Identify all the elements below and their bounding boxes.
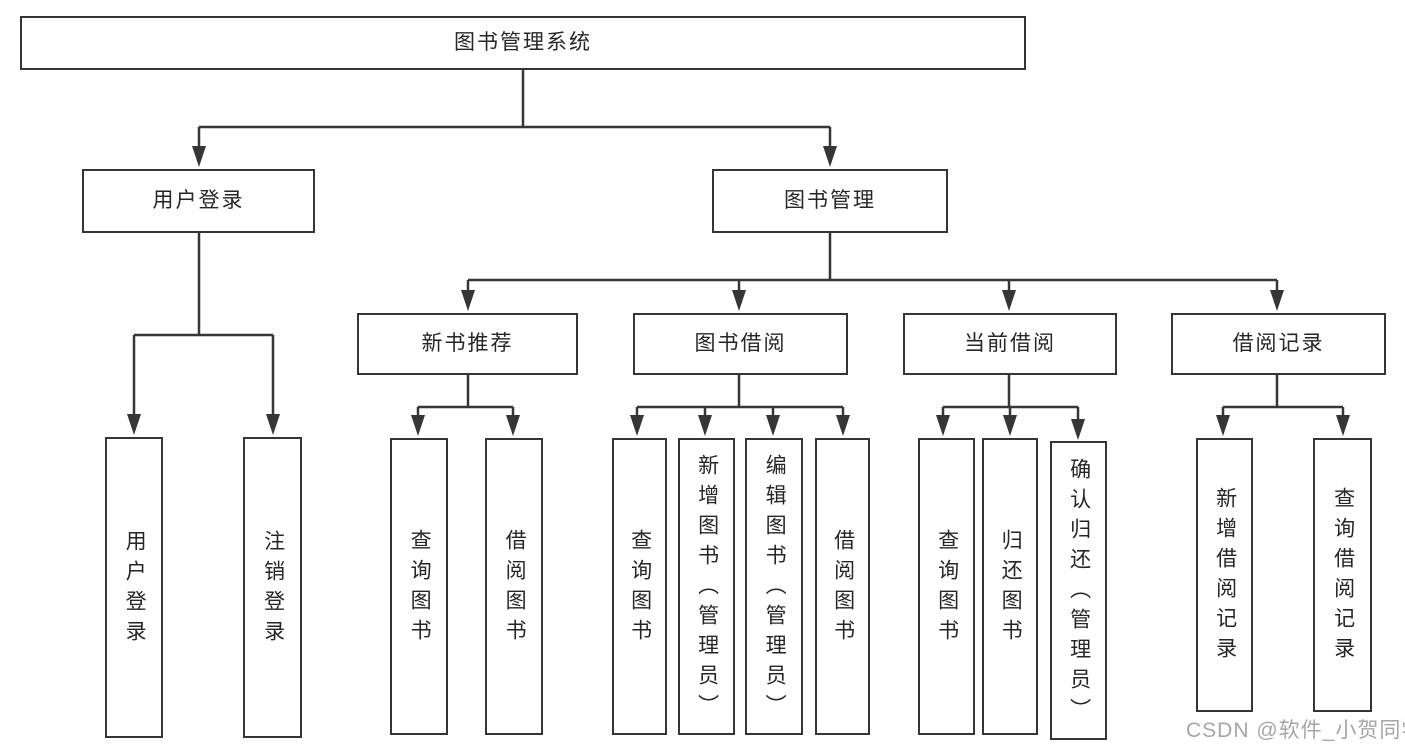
leaf-borrow-query-books: 查询图书 (612, 438, 667, 735)
leaf-logout: 注销登录 (243, 437, 302, 738)
leaf-add-borrow-record: 新增借阅记录 (1196, 438, 1253, 712)
node-book-borrow: 图书借阅 (633, 313, 848, 375)
leaf-return-books: 归还图书 (982, 438, 1038, 735)
leaf-confirm-return-admin: 确认归还（管理员） (1050, 441, 1107, 740)
node-current-borrow: 当前借阅 (903, 313, 1117, 375)
leaf-edit-books-admin: 编辑图书（管理员） (745, 438, 803, 735)
leaf-query-borrow-record: 查询借阅记录 (1313, 438, 1372, 712)
leaf-current-query-books: 查询图书 (918, 438, 975, 735)
node-book-management: 图书管理 (712, 169, 948, 233)
leaf-add-books-admin: 新增图书（管理员） (678, 438, 735, 735)
leaf-user-login: 用户登录 (105, 437, 163, 738)
node-borrow-records: 借阅记录 (1171, 313, 1386, 375)
leaf-borrow-books: 借阅图书 (815, 438, 870, 735)
csdn-watermark: CSDN @软件_小贺同学 (1186, 719, 1405, 742)
node-new-book-recommend: 新书推荐 (357, 313, 578, 375)
node-root: 图书管理系统 (20, 16, 1026, 70)
node-user-login: 用户登录 (82, 169, 315, 233)
leaf-recommend-query-books: 查询图书 (390, 438, 448, 735)
leaf-recommend-borrow-books: 借阅图书 (485, 438, 543, 735)
